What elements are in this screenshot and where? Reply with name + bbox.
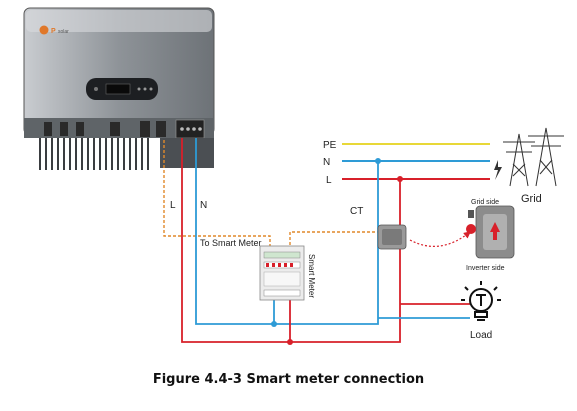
- n-line-label: N: [323, 157, 330, 168]
- ct-detail-arrow: [409, 231, 471, 247]
- to-smart-meter-label: To Smart Meter: [200, 238, 262, 248]
- smart-meter-label: Smart Meter: [307, 254, 316, 298]
- inverter-brand-text: P: [51, 28, 56, 35]
- grid-side-label: Grid side: [471, 199, 499, 206]
- signal-wire: [163, 140, 271, 250]
- inverter-brand-subtext: solar: [58, 29, 69, 35]
- load-bulb-icon: [461, 281, 501, 321]
- inverter-display: [86, 78, 158, 100]
- ct-label: CT: [350, 206, 363, 217]
- junction-dots: [271, 158, 403, 345]
- inverter-connectors: [44, 119, 205, 139]
- inverter-side-label: Inverter side: [466, 265, 505, 272]
- smart-meter: Smart Meter: [259, 245, 316, 301]
- figure-caption: Figure 4.4-3 Smart meter connection: [152, 372, 425, 387]
- ct-detail: Grid side Inverter side: [466, 199, 515, 272]
- inverter-heatsink: [39, 138, 149, 170]
- ct-clamp: [377, 224, 407, 250]
- grid-label: Grid: [521, 193, 542, 205]
- transmission-tower-icon: [503, 127, 564, 187]
- inverter-logo: P solar: [39, 25, 69, 35]
- pe-line-label: PE: [323, 140, 337, 151]
- n-wire-label: N: [200, 200, 207, 211]
- lightning-icon: [494, 160, 502, 180]
- load-label: Load: [470, 330, 492, 341]
- ct-signal-wire: [289, 231, 378, 250]
- l-line-label: L: [326, 175, 332, 186]
- grid-bus: PE N L: [323, 140, 490, 186]
- l-wire-label: L: [170, 200, 176, 211]
- inverter: P solar: [23, 7, 215, 170]
